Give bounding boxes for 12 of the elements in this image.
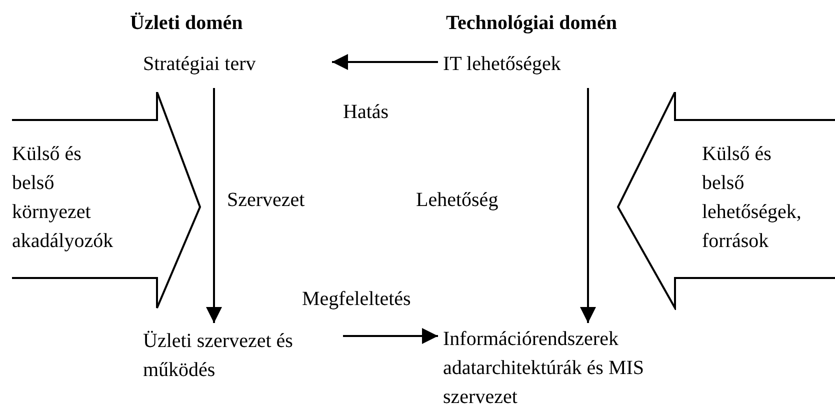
node-text: Információrendszerek adatarchitektúrák és MIS szervezet (443, 327, 646, 410)
arrow (343, 328, 438, 344)
arrow (206, 88, 222, 323)
node-text: Külső és belső környezet akadályozók (12, 142, 114, 254)
domain-heading: Üzleti domén (130, 12, 243, 35)
node-text: Stratégiai terv (143, 52, 257, 77)
node-text: IT lehetőségek (443, 52, 562, 77)
arrow (332, 54, 438, 70)
node-text: Külső és belső lehetőségek, források (702, 142, 802, 254)
domain-heading: Technológiai domén (446, 12, 617, 35)
arrow (580, 88, 596, 323)
node-text: Üzleti szervezet és működés (143, 329, 294, 383)
